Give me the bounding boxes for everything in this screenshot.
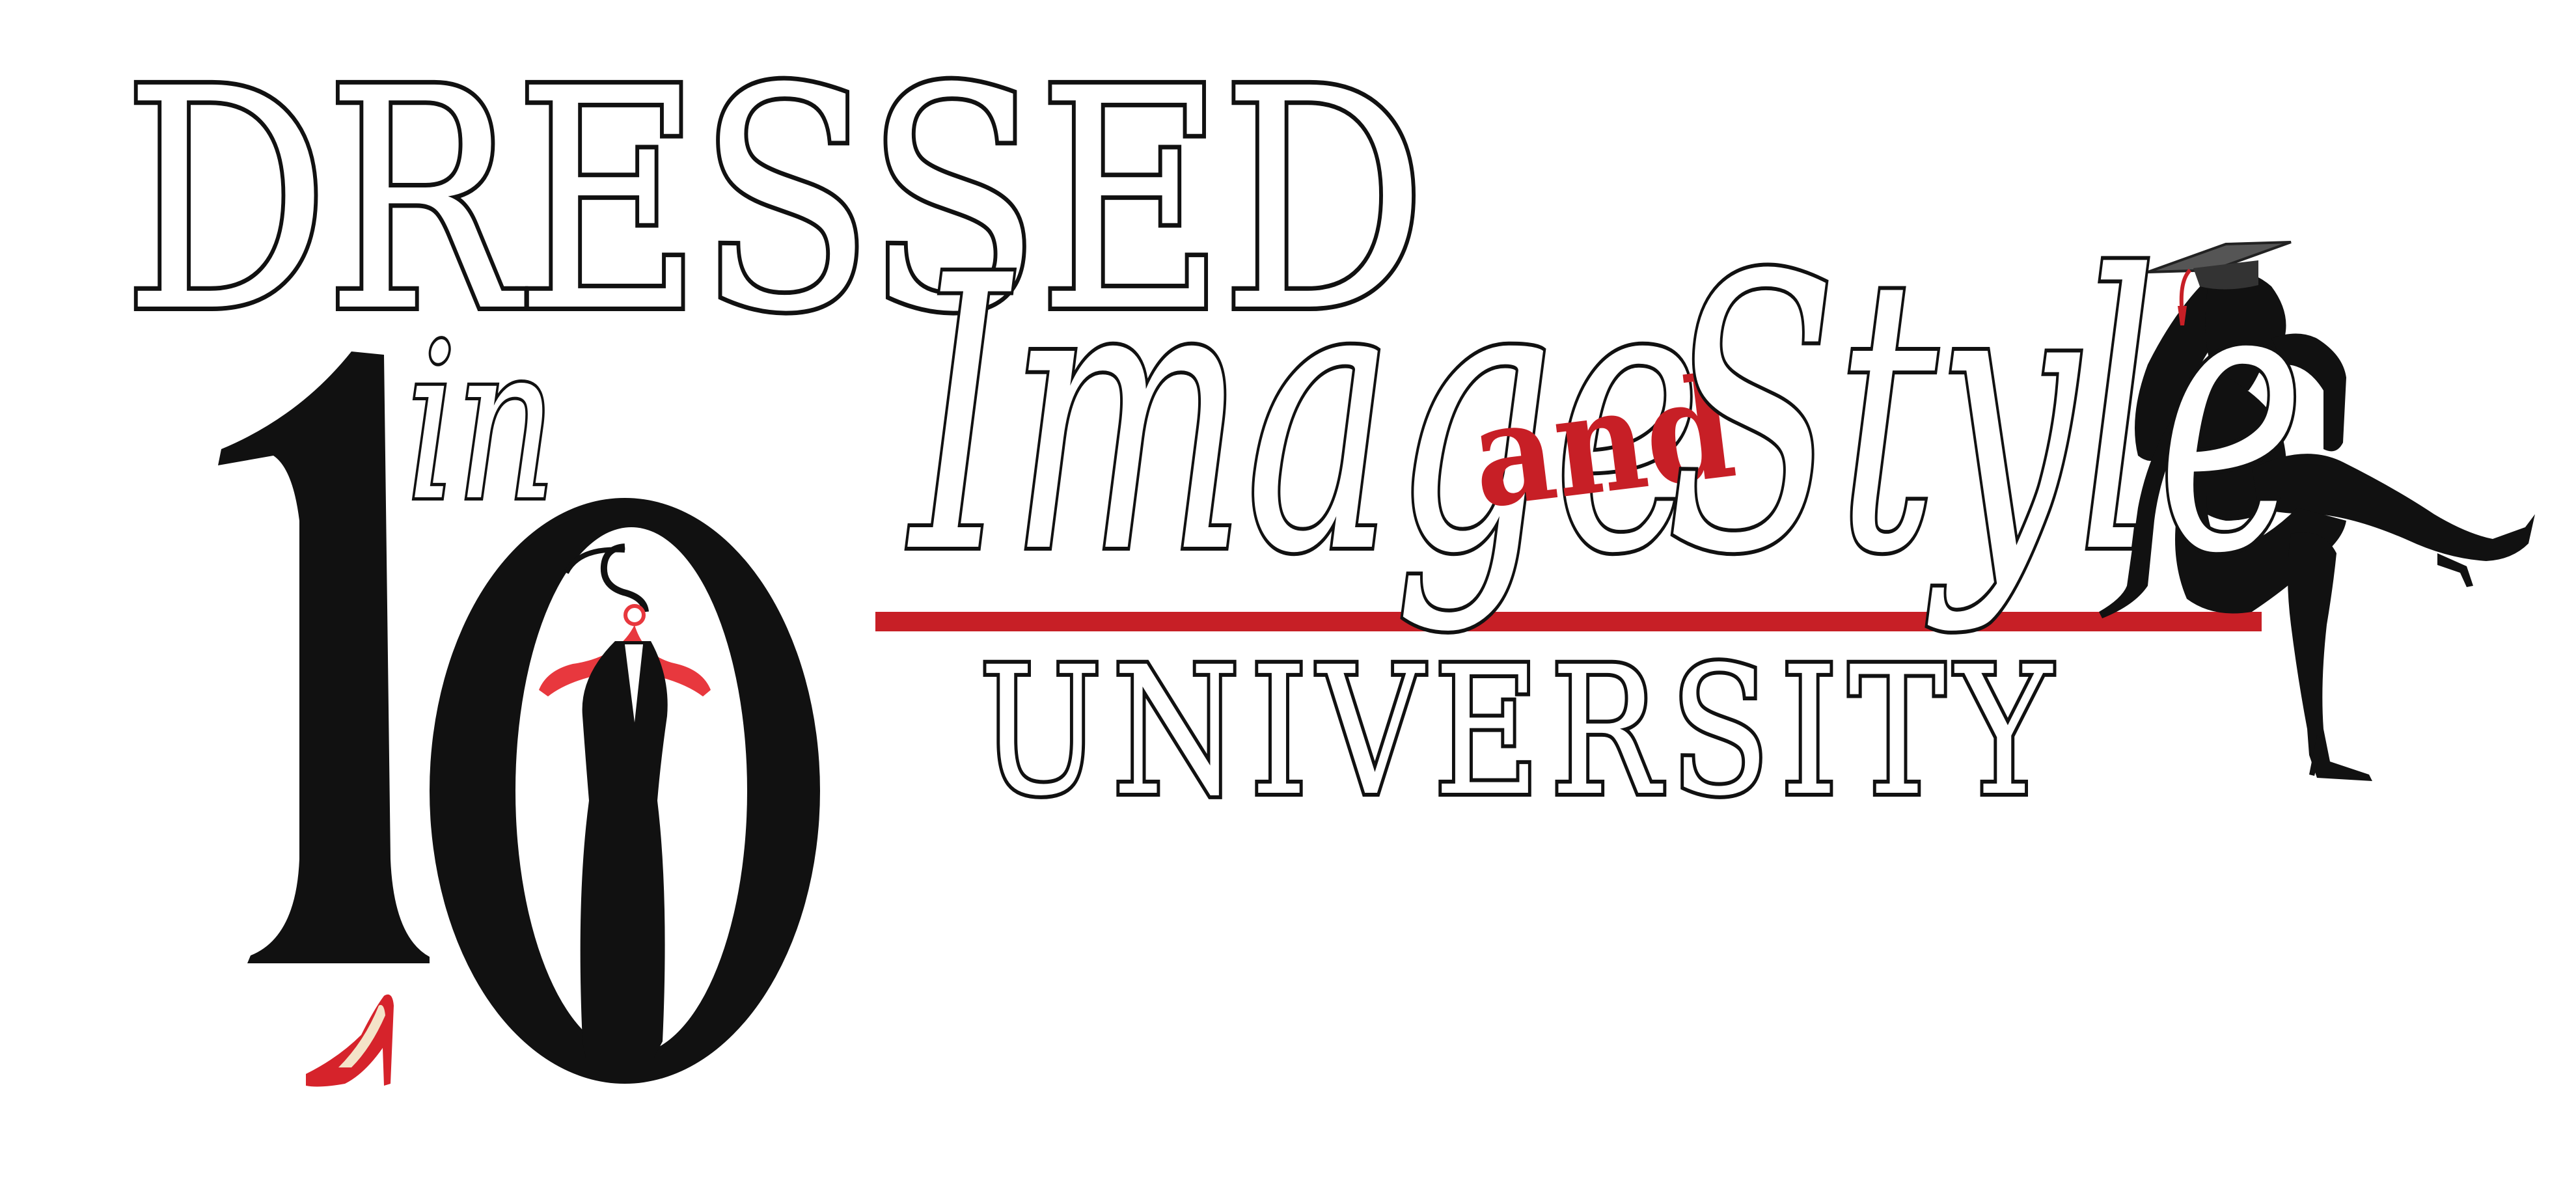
dressed-wordmark: DRESSED bbox=[120, 25, 1431, 379]
image-wordmark: Image bbox=[909, 197, 1704, 636]
graduation-cap-icon bbox=[2147, 241, 2292, 325]
in-wordmark: in bbox=[404, 298, 558, 548]
style-wordmark: Style bbox=[1664, 197, 2307, 636]
university-wordmark: UNIVERSITY bbox=[976, 629, 2062, 835]
red-high-heel-icon bbox=[306, 994, 394, 1087]
dress-icon bbox=[580, 641, 668, 1058]
red-underline-bar bbox=[875, 612, 2262, 631]
graduate-woman-silhouette-icon bbox=[2099, 270, 2535, 781]
numeral-one-shape bbox=[218, 351, 430, 963]
